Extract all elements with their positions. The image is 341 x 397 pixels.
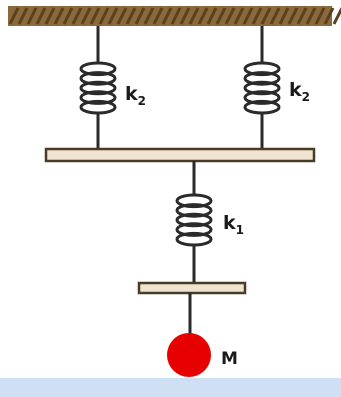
lower-beam — [137, 281, 247, 295]
hatch-stroke — [89, 7, 101, 25]
hatch-stroke — [134, 7, 146, 25]
spring-upper-left-subscript: 2 — [138, 94, 146, 108]
hatch-stroke — [224, 7, 236, 25]
hatch-stroke — [314, 7, 326, 25]
mass-label: M — [221, 349, 238, 369]
spring-upper-left: k2 — [79, 26, 146, 150]
coil-loop — [243, 71, 281, 86]
hatch-stroke — [323, 7, 335, 25]
hatch-stroke — [44, 7, 56, 25]
coil-loop — [175, 212, 213, 228]
hatch-stroke — [332, 7, 341, 25]
coil-loop — [79, 71, 117, 86]
hatch-stroke — [143, 7, 155, 25]
spring-lower: k1 — [175, 161, 244, 283]
coil-loop — [79, 61, 117, 77]
hatch-stroke — [116, 7, 128, 25]
hatch-stroke — [152, 7, 164, 25]
spring-upper-right-subscript: 2 — [302, 90, 310, 104]
hatch-stroke — [188, 7, 200, 25]
hatch-stroke — [80, 7, 92, 25]
hatch-stroke — [53, 7, 65, 25]
spring-upper-left-label: k2 — [125, 83, 146, 108]
hatch-stroke — [35, 7, 47, 25]
hatch-stroke — [179, 7, 191, 25]
mass-ball — [167, 333, 211, 377]
hatch-stroke — [296, 7, 308, 25]
coil-loop — [175, 203, 213, 218]
spring-lower-subscript: 1 — [236, 223, 244, 237]
hatch-stroke — [71, 7, 83, 25]
spring-lower-label: k1 — [223, 212, 244, 237]
spring-upper-right-coil — [243, 61, 281, 115]
hatch-stroke — [161, 7, 173, 25]
coil-loop — [79, 90, 117, 105]
hatch-stroke — [62, 7, 74, 25]
coil-loop — [243, 80, 281, 96]
coil-loop — [243, 61, 281, 77]
spring-lower-coil — [175, 193, 213, 247]
hatch-stroke — [8, 7, 20, 25]
upper-beam — [44, 147, 316, 163]
coil-loop — [243, 90, 281, 105]
hatch-stroke — [98, 7, 110, 25]
spring-upper-left-coil — [79, 61, 117, 115]
hatch-stroke — [215, 7, 227, 25]
hatch-stroke — [170, 7, 182, 25]
spring-upper-right-label: k2 — [289, 79, 310, 104]
hatch-stroke — [305, 7, 317, 25]
hatch-stroke — [251, 7, 263, 25]
hatch-stroke — [287, 7, 299, 25]
coil-loop — [79, 80, 117, 96]
coil-loop — [175, 193, 213, 209]
hatch-stroke — [269, 7, 281, 25]
hatch-stroke — [233, 7, 245, 25]
ceiling — [8, 6, 341, 26]
hatch-stroke — [107, 7, 119, 25]
spring-upper-right: k2 — [243, 26, 310, 150]
hatch-stroke — [26, 7, 38, 25]
hatch-stroke — [197, 7, 209, 25]
ceiling-hatching — [8, 7, 341, 25]
hatch-stroke — [278, 7, 290, 25]
hatch-stroke — [206, 7, 218, 25]
hatch-stroke — [242, 7, 254, 25]
hatch-stroke — [125, 7, 137, 25]
bottom-strip — [0, 378, 341, 397]
coil-loop — [175, 222, 213, 237]
hatch-stroke — [260, 7, 272, 25]
hatch-stroke — [17, 7, 29, 25]
